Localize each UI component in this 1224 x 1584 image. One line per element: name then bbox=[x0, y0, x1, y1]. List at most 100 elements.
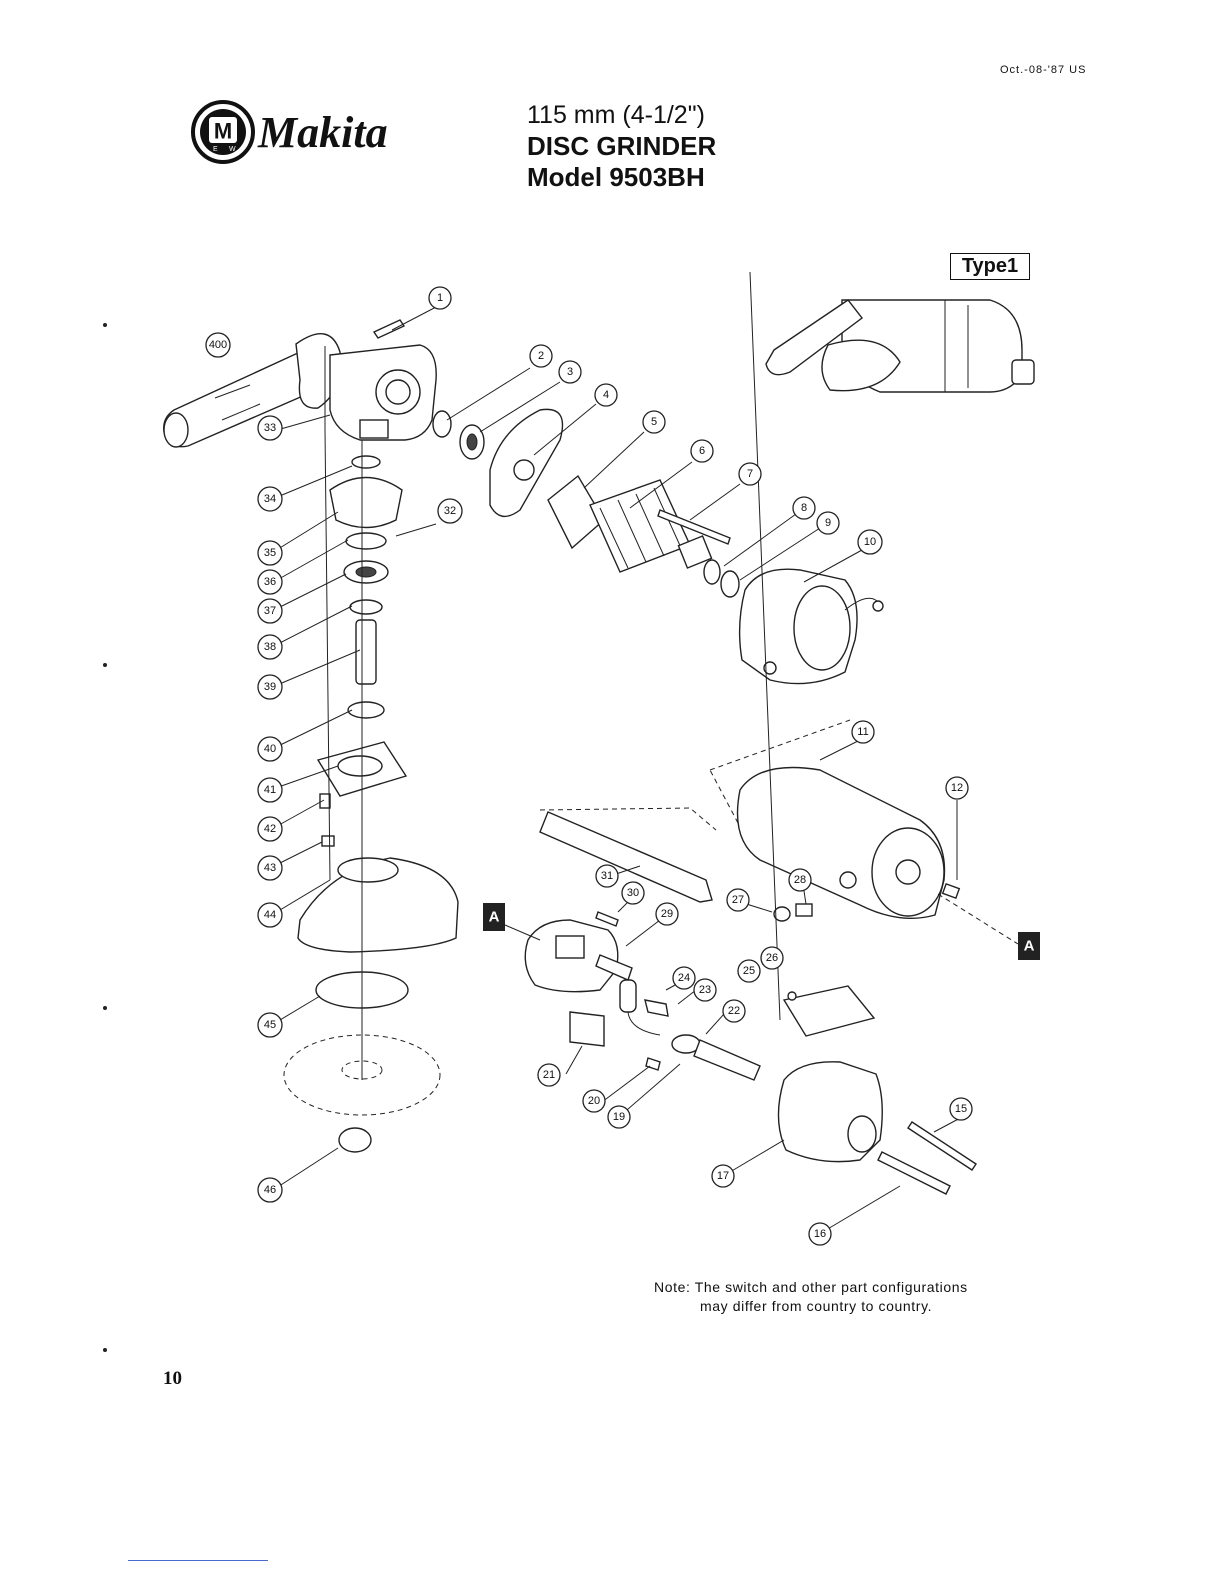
svg-text:15: 15 bbox=[955, 1103, 967, 1115]
svg-text:39: 39 bbox=[264, 681, 276, 693]
callout-16: 16 bbox=[809, 1223, 831, 1245]
svg-text:2: 2 bbox=[538, 350, 544, 362]
svg-text:27: 27 bbox=[732, 894, 744, 906]
svg-text:11: 11 bbox=[857, 726, 868, 738]
svg-text:7: 7 bbox=[747, 468, 753, 480]
svg-text:33: 33 bbox=[264, 422, 276, 434]
callout-12: 12 bbox=[946, 777, 968, 799]
svg-text:12: 12 bbox=[951, 782, 963, 794]
cord-assembly bbox=[570, 980, 760, 1080]
callout-21: 21 bbox=[538, 1064, 560, 1086]
rear-cover bbox=[778, 1062, 882, 1162]
svg-text:43: 43 bbox=[264, 862, 276, 874]
svg-text:30: 30 bbox=[627, 887, 639, 899]
part-screw bbox=[374, 320, 404, 338]
callout-40: 40 bbox=[258, 737, 282, 761]
side-handle bbox=[164, 334, 341, 447]
svg-text:41: 41 bbox=[264, 784, 276, 796]
svg-text:32: 32 bbox=[444, 505, 456, 517]
callout-46: 46 bbox=[258, 1178, 282, 1202]
callout-19: 19 bbox=[608, 1106, 630, 1128]
callout-31: 31 bbox=[596, 865, 618, 887]
wheel-guard bbox=[298, 858, 458, 952]
callout-35: 35 bbox=[258, 541, 282, 565]
part-cover-screw bbox=[788, 992, 796, 1000]
callout-4: 4 bbox=[595, 384, 617, 406]
callout-30: 30 bbox=[622, 882, 644, 904]
callout-8: 8 bbox=[793, 497, 815, 519]
callout-36: 36 bbox=[258, 570, 282, 594]
svg-text:400: 400 bbox=[209, 339, 227, 351]
svg-text:31: 31 bbox=[601, 870, 613, 882]
callout-25: 25 bbox=[738, 960, 760, 982]
svg-text:23: 23 bbox=[699, 984, 711, 996]
part-carbon-brush bbox=[796, 904, 812, 916]
svg-text:8: 8 bbox=[801, 502, 807, 514]
svg-text:45: 45 bbox=[264, 1019, 276, 1031]
callout-5: 5 bbox=[643, 411, 665, 433]
gear-housing bbox=[330, 345, 436, 440]
callout-34: 34 bbox=[258, 487, 282, 511]
section-marker-a-right: A bbox=[1018, 932, 1040, 960]
callout-32: 32 bbox=[438, 499, 462, 523]
note-line-1: Note: The switch and other part configur… bbox=[654, 1278, 968, 1297]
callout-42: 42 bbox=[258, 817, 282, 841]
field-coil bbox=[740, 569, 883, 683]
svg-text:4: 4 bbox=[603, 389, 609, 401]
callout-6: 6 bbox=[691, 440, 713, 462]
svg-text:19: 19 bbox=[613, 1111, 625, 1123]
svg-text:A: A bbox=[489, 909, 500, 926]
callout-26: 26 bbox=[761, 947, 783, 969]
callout-28: 28 bbox=[789, 869, 811, 891]
callout-400: 400 bbox=[206, 333, 230, 357]
callout-29: 29 bbox=[656, 903, 678, 925]
svg-text:9: 9 bbox=[825, 517, 831, 529]
part-rod bbox=[878, 1152, 950, 1194]
svg-text:34: 34 bbox=[264, 493, 276, 505]
motor-housing bbox=[738, 768, 945, 919]
footer-divider bbox=[128, 1560, 268, 1561]
svg-text:46: 46 bbox=[264, 1184, 276, 1196]
svg-text:35: 35 bbox=[264, 547, 276, 559]
lock-nut bbox=[339, 1128, 371, 1152]
svg-text:5: 5 bbox=[651, 416, 657, 428]
callout-37: 37 bbox=[258, 599, 282, 623]
callout-45: 45 bbox=[258, 1013, 282, 1037]
svg-text:25: 25 bbox=[743, 965, 755, 977]
callout-44: 44 bbox=[258, 903, 282, 927]
configuration-note: Note: The switch and other part configur… bbox=[654, 1278, 968, 1316]
callout-23: 23 bbox=[694, 979, 716, 1001]
svg-text:26: 26 bbox=[766, 952, 778, 964]
svg-text:20: 20 bbox=[588, 1095, 600, 1107]
svg-text:24: 24 bbox=[678, 972, 690, 984]
svg-text:3: 3 bbox=[567, 366, 573, 378]
callout-17: 17 bbox=[712, 1165, 734, 1187]
assembled-grinder-thumbnail bbox=[766, 300, 1034, 392]
section-marker-a-left: A bbox=[483, 903, 505, 931]
switch-assembly bbox=[525, 912, 632, 992]
callout-15: 15 bbox=[950, 1098, 972, 1120]
svg-text:44: 44 bbox=[264, 909, 276, 921]
callout-11: 11 bbox=[852, 721, 874, 743]
callout-10: 10 bbox=[858, 530, 882, 554]
callout-9: 9 bbox=[817, 512, 839, 534]
svg-text:37: 37 bbox=[264, 605, 276, 617]
svg-text:1: 1 bbox=[437, 292, 443, 304]
callout-7: 7 bbox=[739, 463, 761, 485]
svg-text:36: 36 bbox=[264, 576, 276, 588]
callout-2: 2 bbox=[530, 345, 552, 367]
callout-1: 1 bbox=[429, 287, 451, 309]
svg-text:A: A bbox=[1024, 938, 1035, 955]
svg-text:6: 6 bbox=[699, 445, 705, 457]
svg-text:29: 29 bbox=[661, 908, 673, 920]
svg-text:21: 21 bbox=[543, 1069, 555, 1081]
svg-text:17: 17 bbox=[717, 1170, 729, 1182]
callout-20: 20 bbox=[583, 1090, 605, 1112]
part-rear-screw bbox=[908, 1122, 976, 1170]
callout-41: 41 bbox=[258, 778, 282, 802]
svg-text:10: 10 bbox=[864, 536, 876, 548]
svg-text:38: 38 bbox=[264, 641, 276, 653]
callout-43: 43 bbox=[258, 856, 282, 880]
svg-text:42: 42 bbox=[264, 823, 276, 835]
